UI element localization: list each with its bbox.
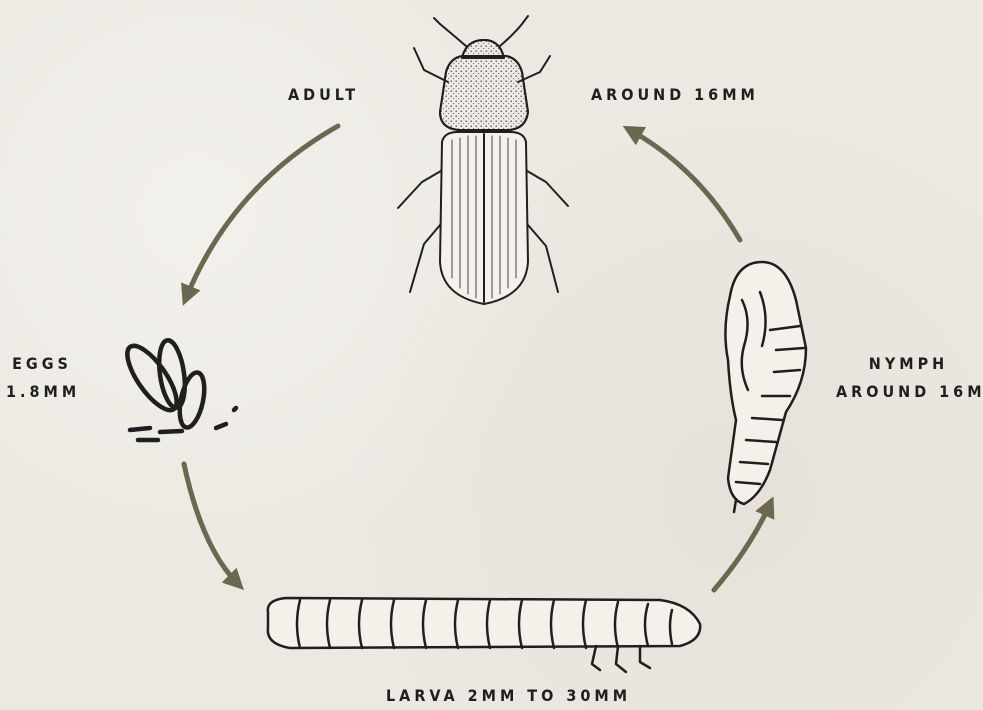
beetle-icon <box>398 16 568 304</box>
nymph-name: NYMPH <box>836 350 981 378</box>
eggs-icon <box>119 339 236 440</box>
larva-icon <box>268 598 700 672</box>
nymph-icon <box>725 262 806 512</box>
nymph-label: NYMPH AROUND 16MM <box>836 350 981 406</box>
eggs-size: 1.8MM <box>6 378 78 406</box>
arrow-nymph-to-adult <box>630 130 740 240</box>
adult-size-label: AROUND 16MM <box>591 81 759 109</box>
eggs-name: EGGS <box>6 350 78 378</box>
adult-label: ADULT <box>288 81 359 109</box>
larva-label: LARVA 2MM TO 30MM <box>386 682 631 710</box>
arrow-larva-to-nymph <box>714 504 770 590</box>
arrow-eggs-to-larva <box>184 464 238 584</box>
nymph-size: AROUND 16MM <box>836 378 981 406</box>
eggs-label: EGGS 1.8MM <box>6 350 78 406</box>
arrow-adult-to-eggs <box>186 126 338 298</box>
